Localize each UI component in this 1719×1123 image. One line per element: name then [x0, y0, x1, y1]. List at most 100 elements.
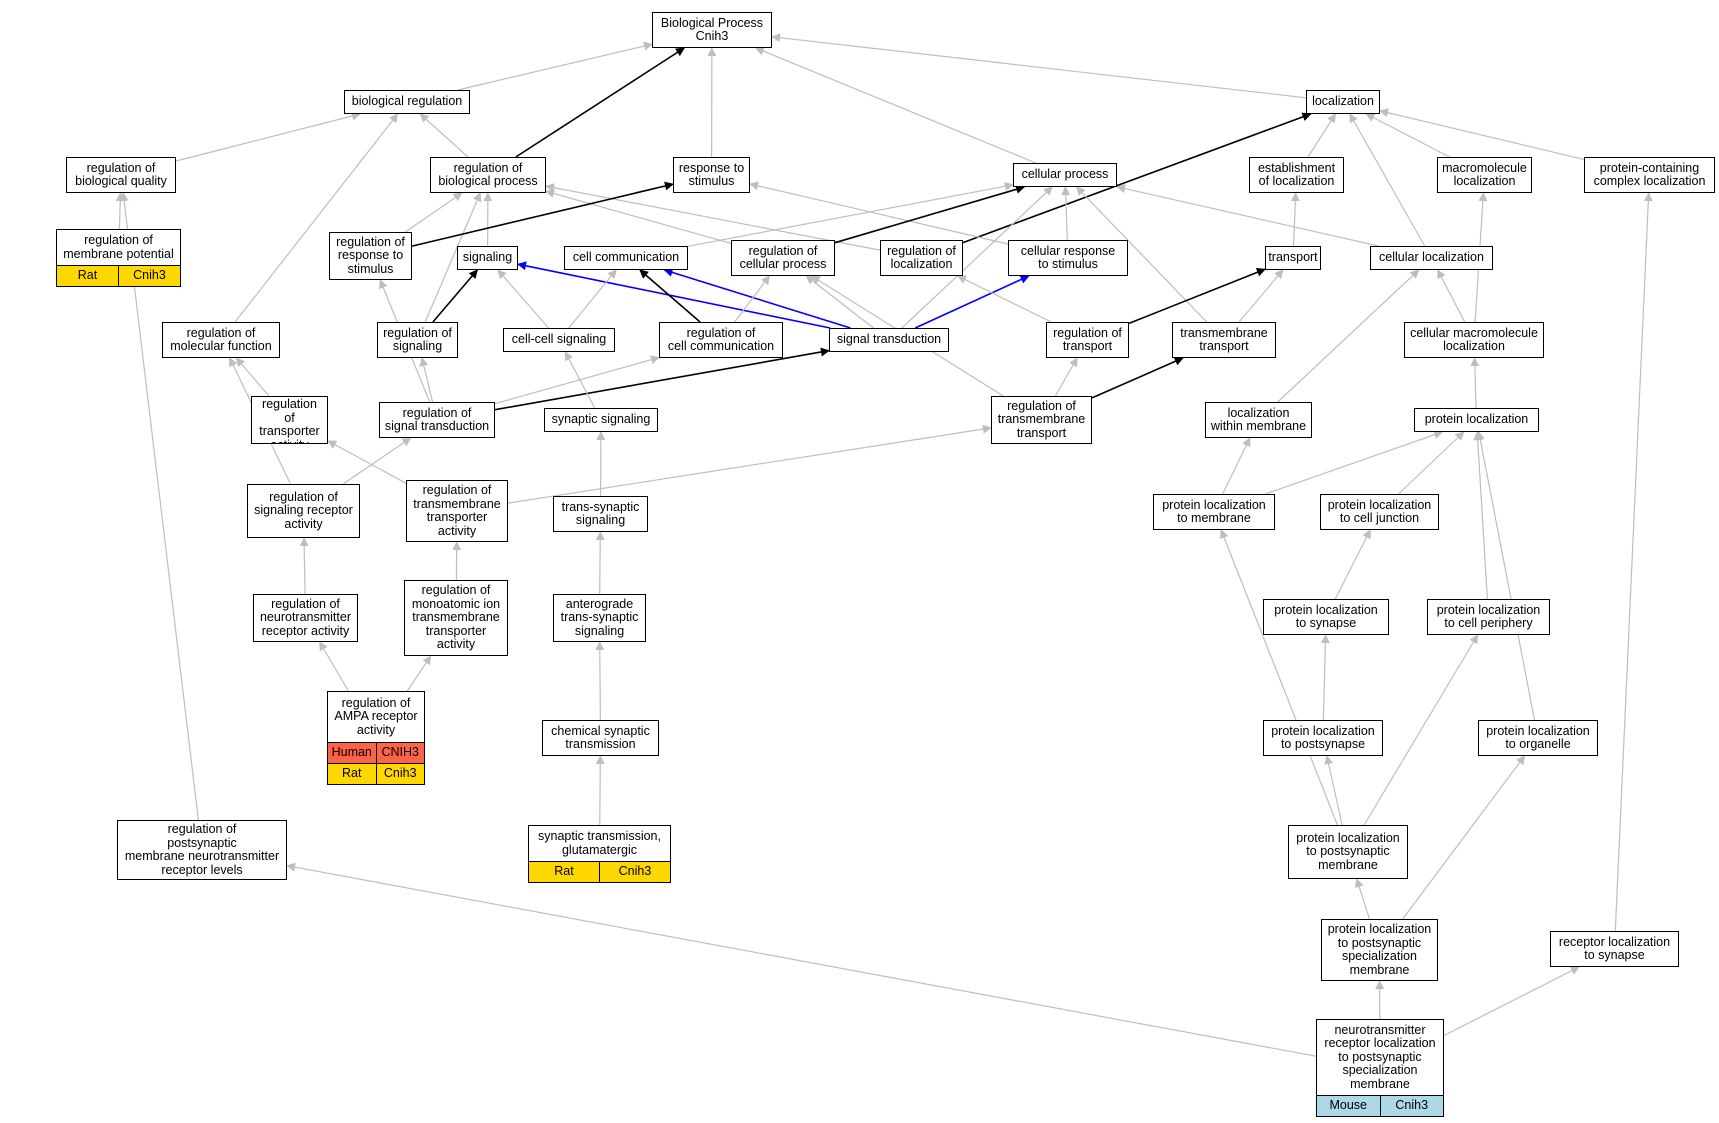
edge-pltpsm-to-plto: [1402, 755, 1526, 920]
edge-cl-to-cp: [1116, 184, 1379, 247]
go-term-label: regulation of signal transduction: [384, 405, 490, 433]
edge-lwm-to-cl: [1277, 269, 1420, 403]
edge-st-to-cp: [901, 186, 1053, 329]
edge-rmf-to-breg: [234, 113, 399, 323]
edge-pltm-to-lwm: [1222, 437, 1251, 495]
edge-breg-to-bp: [457, 41, 653, 91]
go-term-node[interactable]: signal transduction: [829, 328, 949, 352]
go-term-node[interactable]: neurotransmitter receptor localization t…: [1316, 1019, 1444, 1117]
go-term-node[interactable]: regulation of transporter activity: [251, 396, 328, 444]
go-term-label: regulation of biological process: [438, 160, 538, 188]
edge-st-to-rcp: [805, 275, 874, 329]
annotation-gene: CNIH3: [375, 743, 425, 763]
go-term-node[interactable]: regulation of transport: [1046, 322, 1129, 358]
go-term-node[interactable]: localization: [1306, 90, 1380, 114]
go-term-node[interactable]: synaptic signaling: [544, 408, 658, 432]
go-term-node[interactable]: protein localization to postsynaptic mem…: [1288, 825, 1408, 879]
go-term-node[interactable]: regulation of cell communication: [659, 322, 783, 358]
go-term-label: regulation of membrane potential: [63, 233, 174, 261]
go-term-node[interactable]: protein localization to cell periphery: [1427, 599, 1550, 635]
annotation-gene: Cnih3: [375, 764, 425, 784]
go-term-node[interactable]: trans-synaptic signaling: [553, 496, 648, 532]
edge-pltps-to-plts: [1320, 634, 1330, 721]
go-term-node[interactable]: Biological Process Cnih3: [652, 12, 772, 48]
edge-tr-to-eol: [1290, 192, 1300, 247]
go-term-label: regulation of cellular process: [739, 243, 827, 271]
go-term-node[interactable]: regulation of molecular function: [162, 322, 280, 358]
go-term-node[interactable]: regulation of postsynaptic membrane neur…: [117, 820, 287, 880]
go-term-node[interactable]: regulation of biological process: [430, 157, 546, 193]
go-term-node[interactable]: protein localization to postsynapse: [1263, 720, 1383, 756]
go-term-node[interactable]: regulation of signal transduction: [379, 402, 495, 438]
go-term-label: regulation of neurotransmitter receptor …: [259, 596, 351, 638]
go-term-node[interactable]: protein localization: [1414, 408, 1539, 432]
go-term-label: neurotransmitter receptor localization t…: [1324, 1022, 1436, 1091]
go-term-node[interactable]: regulation of transmembrane transport: [991, 396, 1092, 444]
edge-rmp-to-rbq: [115, 192, 125, 230]
go-term-node[interactable]: biological regulation: [344, 90, 470, 114]
go-term-label: protein localization to postsynapse: [1271, 723, 1375, 751]
go-term-node[interactable]: chemical synaptic transmission: [542, 720, 659, 756]
edge-tmt-to-tr: [1238, 269, 1284, 323]
go-term-label: cell-cell signaling: [511, 332, 607, 347]
go-term-node[interactable]: cellular localization: [1370, 246, 1493, 270]
go-term-node[interactable]: protein localization to cell junction: [1320, 494, 1439, 530]
go-term-node[interactable]: regulation of signaling receptor activit…: [247, 484, 360, 538]
go-term-node[interactable]: regulation of cellular process: [731, 240, 835, 276]
go-term-label: localization within membrane: [1210, 405, 1307, 433]
edge-rsig-to-sig: [432, 269, 478, 323]
go-term-node[interactable]: localization within membrane: [1205, 402, 1312, 438]
go-term-node[interactable]: receptor localization to synapse: [1550, 931, 1679, 967]
edge-rtr-to-tr: [1128, 268, 1266, 325]
edge-plts-to-pltcj: [1334, 529, 1371, 600]
edge-rnra-to-rsra: [299, 537, 309, 595]
go-term-node[interactable]: regulation of signaling: [377, 322, 458, 358]
go-term-node[interactable]: cell communication: [564, 246, 688, 270]
go-term-node[interactable]: cellular process: [1013, 163, 1117, 187]
go-term-label: signal transduction: [836, 332, 942, 347]
go-term-node[interactable]: regulation of localization: [880, 240, 963, 276]
go-term-node[interactable]: cell-cell signaling: [503, 328, 615, 352]
edge-pltcj-to-pl: [1398, 431, 1465, 495]
go-term-node[interactable]: transport: [1265, 246, 1321, 270]
go-term-node[interactable]: regulation of monoatomic ion transmembra…: [404, 580, 508, 656]
go-term-node[interactable]: protein localization to membrane: [1153, 494, 1275, 530]
go-term-label: cellular response to stimulus: [1020, 243, 1116, 271]
go-term-node[interactable]: transmembrane transport: [1172, 322, 1276, 358]
go-term-node[interactable]: anterograde trans-synaptic signaling: [553, 594, 646, 642]
go-term-node[interactable]: protein localization to synapse: [1263, 599, 1389, 635]
annotation-species: Human: [331, 745, 372, 760]
go-term-label: synaptic signaling: [551, 412, 651, 427]
go-term-node[interactable]: regulation of biological quality: [66, 157, 176, 193]
go-term-label: regulation of response to stimulus: [336, 234, 405, 276]
go-term-label: establishment of localization: [1257, 160, 1336, 188]
edge-atss-to-tss: [595, 531, 605, 595]
go-term-node[interactable]: protein localization to organelle: [1478, 720, 1598, 756]
go-term-label: signaling: [462, 250, 513, 265]
go-term-node[interactable]: response to stimulus: [673, 157, 750, 193]
go-term-label: cellular macromolecule localization: [1410, 325, 1538, 353]
edge-rrs-to-rts: [411, 181, 674, 247]
go-term-node[interactable]: regulation of response to stimulus: [329, 232, 412, 280]
go-term-node[interactable]: signaling: [457, 246, 518, 270]
go-term-node[interactable]: protein localization to postsynaptic spe…: [1321, 919, 1438, 981]
go-term-node[interactable]: regulation of neurotransmitter receptor …: [253, 594, 358, 642]
go-term-label: regulation of biological quality: [75, 160, 167, 188]
go-term-node[interactable]: cellular macromolecule localization: [1404, 322, 1544, 358]
go-term-label: regulation of localization: [887, 243, 956, 271]
go-term-node[interactable]: cellular response to stimulus: [1008, 240, 1128, 276]
go-term-node[interactable]: regulation of transmembrane transporter …: [406, 480, 508, 542]
go-term-node[interactable]: protein-containing complex localization: [1584, 157, 1715, 193]
go-term-node[interactable]: establishment of localization: [1249, 157, 1344, 193]
edge-pltpm-to-pltps: [1324, 755, 1343, 826]
edge-rtmta-to-rtmt: [507, 424, 992, 504]
edge-rsig-to-rbp: [424, 192, 482, 323]
go-term-label: cellular localization: [1379, 250, 1484, 265]
go-term-node[interactable]: macromolecule localization: [1437, 157, 1532, 193]
